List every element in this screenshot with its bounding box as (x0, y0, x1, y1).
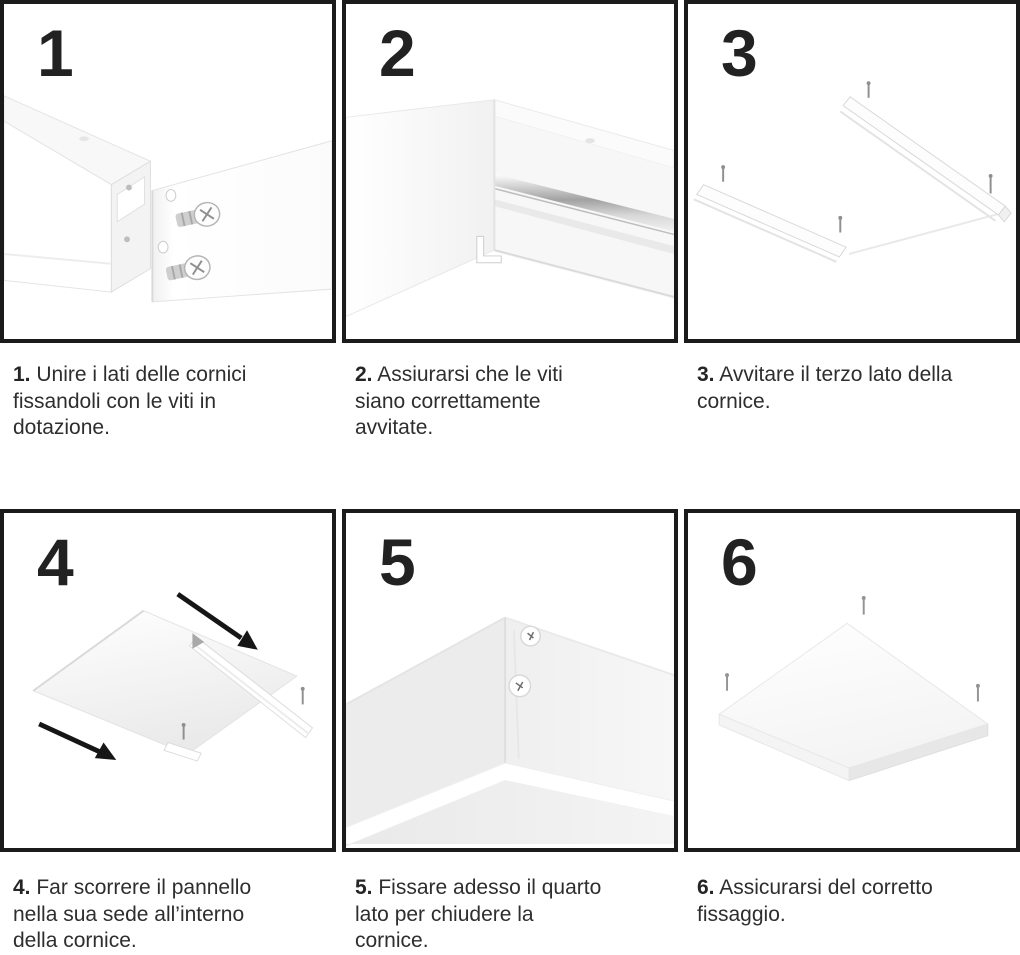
frame-profile-left (4, 95, 152, 293)
step-2-illustration (346, 99, 674, 317)
step-1-figure: 1 (0, 0, 336, 343)
step-6-illustration (718, 596, 989, 782)
step-5-caption: 5. Fissare adesso il quarto lato per chi… (342, 852, 678, 955)
open-frame (693, 81, 1012, 263)
corner-pin-icon (721, 81, 993, 233)
step-2-caption: 2. Assiurarsi che le viti siano corretta… (342, 343, 678, 442)
slide-direction-arrow-icon (176, 592, 258, 650)
step-3-number: 3 (721, 16, 758, 90)
step-1-caption-text: Unire i lati delle cornici fissandoli co… (13, 363, 247, 440)
step-4: 4 (0, 509, 336, 954)
step-3-illustration (693, 81, 1012, 263)
step-2-number: 2 (379, 16, 416, 90)
step-3-caption-number: 3. (697, 363, 715, 386)
steps-row-1: 1 (0, 0, 1020, 509)
screw-icon (165, 255, 211, 281)
step-4-caption-number: 4. (13, 876, 31, 899)
step-1-number: 1 (37, 16, 74, 90)
step-5-number: 5 (379, 525, 416, 599)
step-5: 5 (342, 509, 678, 954)
step-2-caption-text: Assiurarsi che le viti siano correttamen… (355, 363, 563, 440)
metal-rail (494, 173, 674, 232)
step-1-illustration (4, 95, 332, 303)
step-2-caption-number: 2. (355, 363, 373, 386)
step-6-caption: 6. Assicurarsi del corretto fissaggio. (684, 852, 1020, 928)
step-5-illustration (346, 616, 674, 847)
screw-icon (175, 201, 221, 227)
step-3-figure: 3 (684, 0, 1020, 343)
corner-pin-icon (725, 596, 980, 702)
step-3-caption: 3. Avvitare il terzo lato della cornice. (684, 343, 1020, 415)
step-6-caption-number: 6. (697, 876, 715, 899)
step-3-caption-text: Avvitare il terzo lato della cornice. (697, 363, 953, 413)
slide-direction-arrow-icon (38, 721, 117, 761)
step-4-number: 4 (37, 525, 74, 599)
step-5-caption-number: 5. (355, 876, 373, 899)
step-5-figure: 5 (342, 509, 678, 852)
step-3: 3 (684, 0, 1020, 509)
step-1-caption: 1. Unire i lati delle cornici fissandoli… (0, 343, 336, 442)
step-4-caption: 4. Far scorrere il pannello nella sua se… (0, 852, 336, 955)
corner-tab (476, 235, 502, 264)
step-5-caption-text: Fissare adesso il quarto lato per chiude… (355, 876, 602, 953)
step-4-caption-text: Far scorrere il pannello nella sua sede … (13, 876, 252, 953)
diffuser-panel (32, 609, 298, 755)
step-6: 6 (684, 509, 1020, 954)
step-2-figure: 2 (342, 0, 678, 343)
step-1-caption-number: 1. (13, 363, 31, 386)
panel-edge-band (346, 762, 674, 847)
step-1: 1 (0, 0, 336, 509)
assembled-panel (718, 596, 989, 782)
step-6-number: 6 (721, 525, 758, 599)
screw-icon (520, 625, 541, 647)
screw-icon (508, 674, 532, 698)
joined-corner (346, 99, 674, 317)
frame-rail (163, 633, 314, 762)
step-6-figure: 6 (684, 509, 1020, 852)
step-6-caption-text: Assicurarsi del corretto fissaggio. (697, 876, 933, 926)
closed-corner (346, 616, 674, 847)
step-4-illustration (32, 592, 314, 762)
steps-row-2: 4 (0, 509, 1020, 954)
step-4-figure: 4 (0, 509, 336, 852)
step-2: 2 (342, 0, 678, 509)
